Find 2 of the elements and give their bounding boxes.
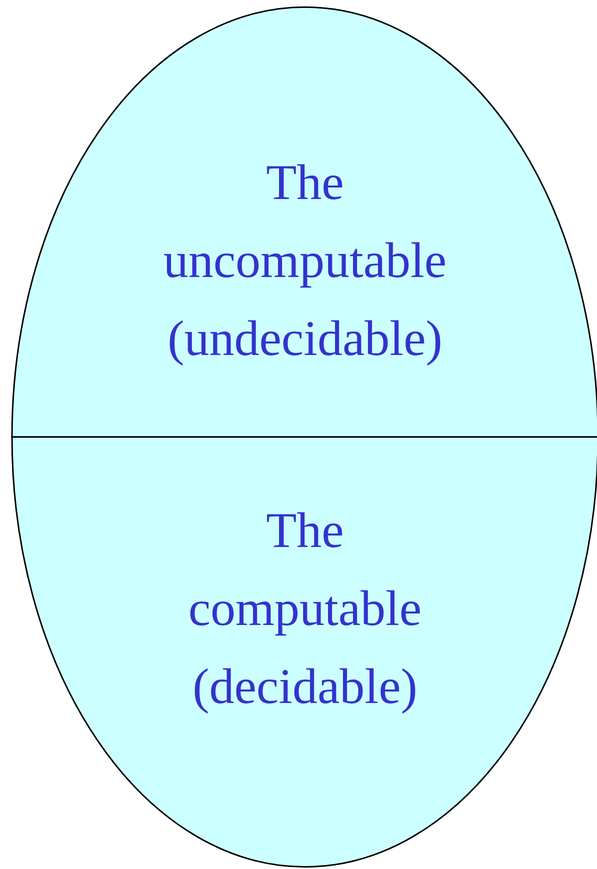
region-label: The uncomputable (undecidable) [162,153,448,368]
region-label: The computable (decidable) [187,501,423,716]
